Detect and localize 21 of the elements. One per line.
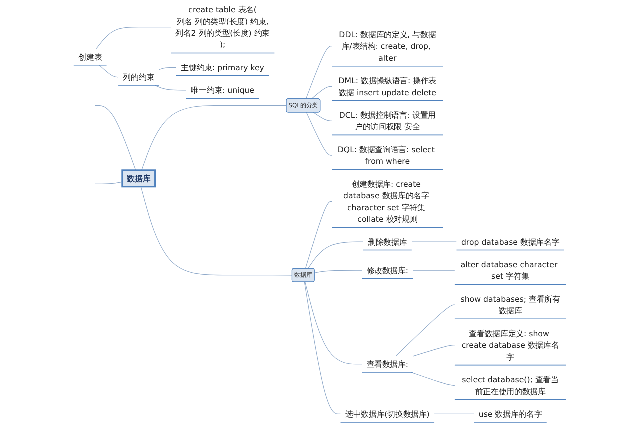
connector xyxy=(311,86,332,100)
connector xyxy=(158,67,177,70)
connector xyxy=(305,282,362,365)
connector xyxy=(306,46,332,100)
connector xyxy=(411,372,456,386)
connector xyxy=(94,105,136,171)
connector xyxy=(412,270,456,271)
connector xyxy=(305,201,332,270)
connector xyxy=(313,112,332,122)
connector xyxy=(140,186,293,276)
connector xyxy=(314,270,362,274)
connector xyxy=(308,242,364,270)
connector xyxy=(142,105,287,171)
connector xyxy=(94,182,123,184)
connector xyxy=(306,112,332,156)
connector xyxy=(99,65,119,78)
connector xyxy=(155,85,187,91)
connector xyxy=(96,27,172,50)
connector xyxy=(304,282,342,414)
connector xyxy=(412,345,456,357)
connector xyxy=(396,304,456,356)
